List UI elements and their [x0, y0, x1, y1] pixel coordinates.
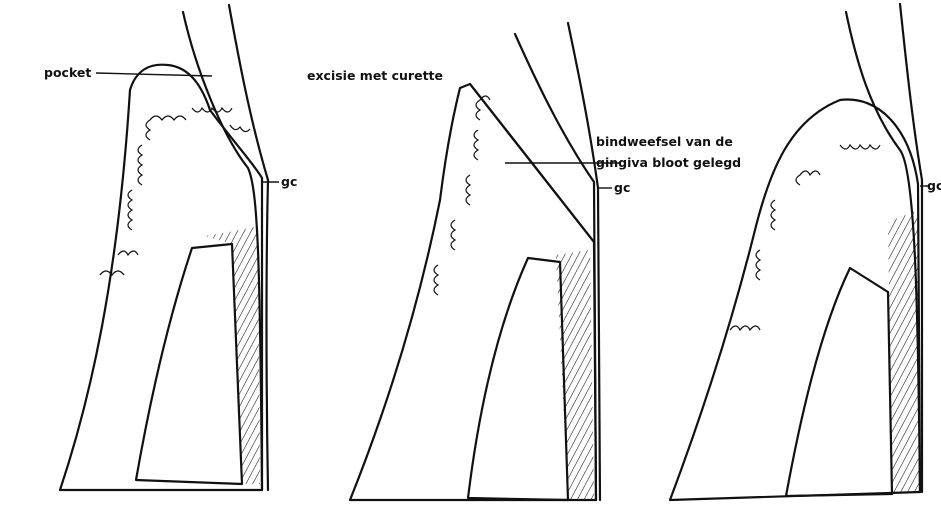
epithelium-ridges-2	[434, 96, 490, 295]
label-gc-2: gc	[614, 180, 630, 195]
label-excision: excisie met curette	[307, 68, 443, 83]
alveolar-bone-2	[468, 258, 568, 500]
gingiva	[60, 65, 262, 490]
label-pocket: pocket	[44, 65, 91, 80]
label-gc-3: gc	[927, 178, 941, 193]
label-gc-1: gc	[281, 174, 297, 189]
panel-1: pocket gc	[44, 5, 297, 490]
periodontal-ligament-3	[888, 210, 920, 494]
label-connective-2: gingiva bloot gelegd	[596, 155, 741, 170]
pocket-leader	[96, 73, 212, 76]
alveolar-bone-3	[786, 268, 892, 496]
panel-2: excisie met curette bindweefsel van de g…	[307, 23, 741, 500]
label-connective-1: bindweefsel van de	[596, 134, 733, 149]
periodontal-ligament-2	[556, 250, 594, 500]
panel-3: gc	[670, 4, 941, 500]
alveolar-bone	[136, 244, 242, 484]
